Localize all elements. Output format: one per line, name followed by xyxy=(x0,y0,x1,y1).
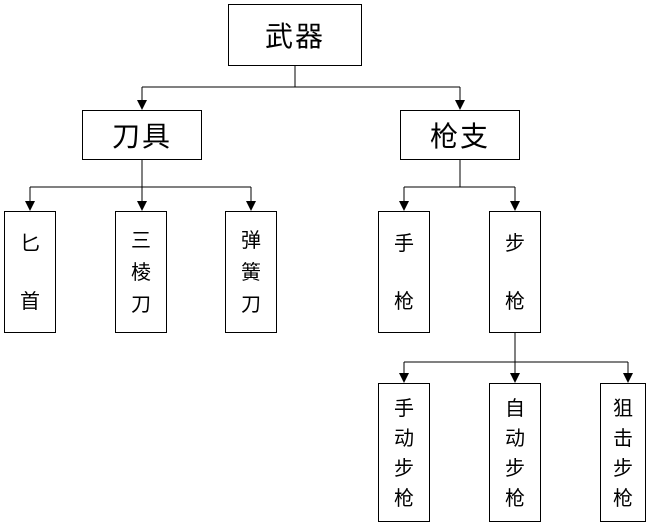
node-sniper-rifle-label: 狙 击 步 枪 xyxy=(613,395,633,510)
node-guns-label: 枪支 xyxy=(429,120,490,153)
node-switchblade-label: 弹 簧 刀 xyxy=(241,228,261,316)
node-root: 武器 xyxy=(228,4,362,66)
node-pistol-label: 手 枪 xyxy=(394,231,414,313)
node-manual-rifle: 手 动 步 枪 xyxy=(378,383,430,522)
node-dagger-label: 匕 首 xyxy=(20,231,40,313)
node-automatic-rifle: 自 动 步 枪 xyxy=(489,383,541,522)
node-switchblade: 弹 簧 刀 xyxy=(225,211,277,333)
node-knives-label: 刀具 xyxy=(111,120,172,153)
node-rifle: 步 枪 xyxy=(489,211,541,333)
node-guns: 枪支 xyxy=(400,110,520,160)
node-pistol: 手 枪 xyxy=(378,211,430,333)
node-sniper-rifle: 狙 击 步 枪 xyxy=(600,383,646,522)
node-knives: 刀具 xyxy=(82,110,202,160)
node-rifle-label: 步 枪 xyxy=(505,231,525,313)
node-triangular-knife-label: 三 棱 刀 xyxy=(131,228,151,316)
node-root-label: 武器 xyxy=(264,20,325,53)
node-automatic-rifle-label: 自 动 步 枪 xyxy=(505,395,525,510)
node-triangular-knife: 三 棱 刀 xyxy=(115,211,167,333)
node-dagger: 匕 首 xyxy=(4,211,56,333)
node-manual-rifle-label: 手 动 步 枪 xyxy=(394,395,414,510)
